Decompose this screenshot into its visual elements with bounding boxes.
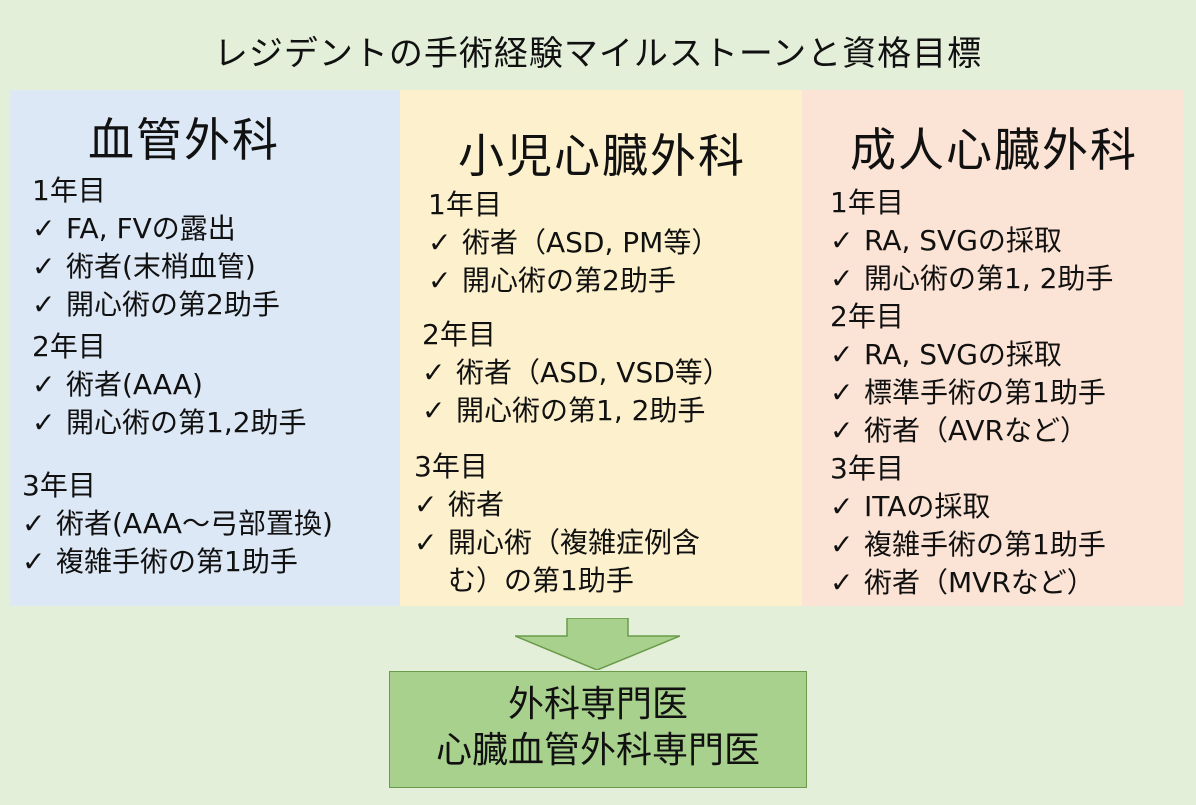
adult-year2: 2年目 ✓RA, SVGの採取 ✓標準手術の第1助手 ✓術者（AVRなど） — [830, 298, 1106, 450]
year-label: 1年目 — [428, 188, 502, 221]
check-icon: ✓ — [32, 368, 56, 401]
pediatric-year1: 1年目 ✓術者（ASD, PM等） ✓開心術の第2助手 — [428, 186, 719, 300]
vascular-year1: 1年目 ✓FA, FVの露出 ✓術者(末梢血管) ✓開心術の第2助手 — [32, 172, 280, 324]
milestone-item: ✓術者(末梢血管) — [32, 248, 280, 286]
milestone-item: ✓術者（ASD, PM等） — [428, 224, 719, 262]
check-icon: ✓ — [22, 507, 46, 540]
check-icon: ✓ — [830, 414, 854, 447]
milestone-item: ✓開心術の第1, 2助手 — [830, 260, 1113, 298]
check-icon: ✓ — [422, 394, 446, 427]
year-label: 3年目 — [414, 450, 488, 483]
milestone-item: ✓術者（AVRなど） — [830, 412, 1106, 450]
milestone-item: ✓FA, FVの露出 — [32, 210, 280, 248]
year-label: 2年目 — [830, 300, 904, 333]
adult-heading: 成人心臓外科 — [850, 123, 1138, 177]
check-icon: ✓ — [428, 226, 452, 259]
milestone-item: ✓術者(AAA) — [32, 366, 307, 404]
certification-goal-box: 外科専門医 心臓血管外科専門医 — [389, 671, 807, 788]
check-icon: ✓ — [32, 406, 56, 439]
vascular-year2: 2年目 ✓術者(AAA) ✓開心術の第1,2助手 — [32, 328, 307, 442]
year-label: 2年目 — [32, 330, 106, 363]
milestone-item: ✓術者 — [414, 486, 700, 524]
year-label: 3年目 — [22, 469, 96, 502]
check-icon: ✓ — [830, 224, 854, 257]
milestone-item: ✓開心術の第1,2助手 — [32, 404, 307, 442]
goal-line-surgery-specialist: 外科専門医 — [507, 684, 688, 725]
pediatric-heading: 小児心臓外科 — [458, 129, 746, 183]
check-icon: ✓ — [22, 545, 46, 578]
milestone-item: ✓複雑手術の第1助手 — [22, 543, 333, 581]
check-icon: ✓ — [32, 250, 56, 283]
year-label: 1年目 — [32, 174, 106, 207]
goal-line-cardiovascular-specialist: 心臓血管外科専門医 — [435, 730, 760, 771]
pediatric-year3: 3年目 ✓術者 ✓開心術（複雑症例含 む）の第1助手 — [414, 448, 700, 600]
check-icon: ✓ — [428, 264, 452, 297]
vascular-surgery-column: 血管外科 1年目 ✓FA, FVの露出 ✓術者(末梢血管) ✓開心術の第2助手 … — [10, 90, 400, 606]
vascular-heading: 血管外科 — [88, 113, 280, 167]
check-icon: ✓ — [32, 212, 56, 245]
milestone-item-continued: む）の第1助手 — [448, 564, 634, 597]
adult-cardiac-column: 成人心臓外科 1年目 ✓RA, SVGの採取 ✓開心術の第1, 2助手 2年目 … — [802, 90, 1184, 606]
milestone-item: ✓開心術の第1, 2助手 — [422, 392, 731, 430]
down-arrow-icon — [515, 618, 680, 670]
pediatric-cardiac-column: 小児心臓外科 1年目 ✓術者（ASD, PM等） ✓開心術の第2助手 2年目 ✓… — [400, 90, 802, 606]
pediatric-year2: 2年目 ✓術者（ASD, VSD等） ✓開心術の第1, 2助手 — [422, 316, 731, 430]
milestone-item: ✓開心術の第2助手 — [32, 286, 280, 324]
milestone-item: ✓術者（ASD, VSD等） — [422, 354, 731, 392]
year-label: 3年目 — [830, 452, 904, 485]
milestone-item: ✓RA, SVGの採取 — [830, 222, 1113, 260]
check-icon: ✓ — [830, 376, 854, 409]
check-icon: ✓ — [32, 288, 56, 321]
milestone-item: ✓RA, SVGの採取 — [830, 336, 1106, 374]
milestone-item: ✓術者（MVRなど） — [830, 564, 1106, 602]
year-label: 1年目 — [830, 186, 904, 219]
diagram-title: レジデントの手術経験マイルストーンと資格目標 — [213, 34, 983, 74]
milestone-item: ✓開心術の第2助手 — [428, 262, 719, 300]
milestone-item: ✓ITAの採取 — [830, 488, 1106, 526]
milestone-item: ✓術者(AAA〜弓部置換) — [22, 505, 333, 543]
adult-year3: 3年目 ✓ITAの採取 ✓複雑手術の第1助手 ✓術者（MVRなど） — [830, 450, 1106, 602]
check-icon: ✓ — [414, 526, 438, 559]
check-icon: ✓ — [830, 528, 854, 561]
check-icon: ✓ — [830, 566, 854, 599]
adult-year1: 1年目 ✓RA, SVGの採取 ✓開心術の第1, 2助手 — [830, 184, 1113, 298]
milestone-item: ✓複雑手術の第1助手 — [830, 526, 1106, 564]
check-icon: ✓ — [830, 262, 854, 295]
milestone-item: ✓開心術（複雑症例含 — [414, 524, 700, 562]
year-label: 2年目 — [422, 318, 496, 351]
check-icon: ✓ — [830, 338, 854, 371]
check-icon: ✓ — [830, 490, 854, 523]
milestone-item: ✓標準手術の第1助手 — [830, 374, 1106, 412]
check-icon: ✓ — [422, 356, 446, 389]
check-icon: ✓ — [414, 488, 438, 521]
vascular-year3: 3年目 ✓術者(AAA〜弓部置換) ✓複雑手術の第1助手 — [22, 467, 333, 581]
